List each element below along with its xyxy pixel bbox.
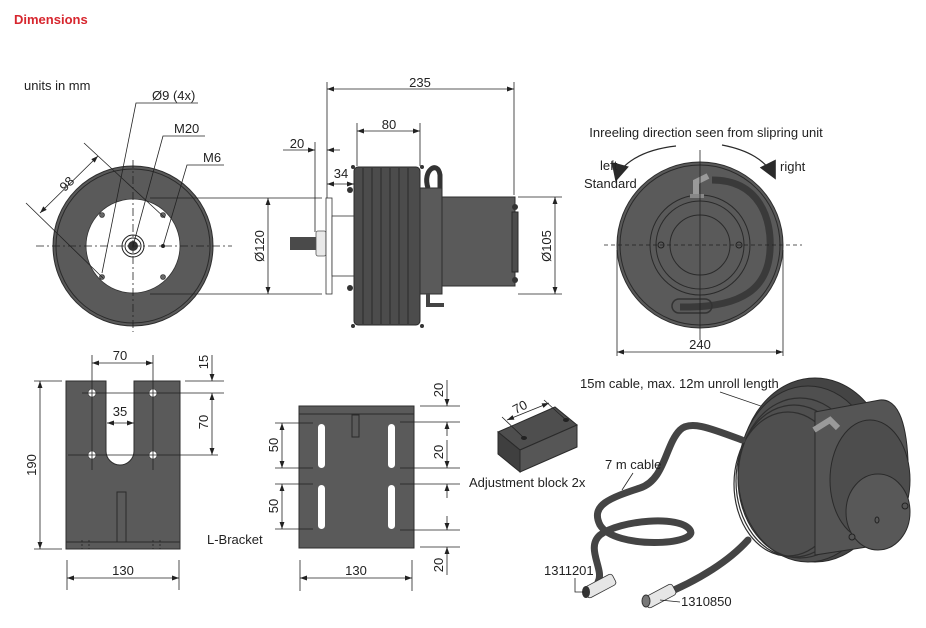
cable-stub (290, 237, 320, 250)
side-view: 235 80 20 34 Ø120 Ø105 (252, 75, 562, 328)
units-note: units in mm (24, 78, 90, 93)
dim-rear-diameter: 240 (689, 337, 711, 352)
arrow-right-icon (721, 144, 776, 180)
mounting-flange (325, 197, 333, 295)
dim-drum-width: 80 (382, 117, 396, 132)
rear-view: Inreeling direction seen from slipring u… (584, 125, 823, 356)
standard-label: Standard (584, 176, 637, 191)
dim-overall-length: 235 (409, 75, 431, 90)
iso-view: 15m cable, max. 12m unroll length 7 m ca… (544, 376, 911, 609)
seven-metre-cable (590, 421, 746, 586)
dim-bracket-hole-spacing-y: 70 (196, 415, 211, 429)
dim-slipring-diameter: Ø105 (539, 230, 554, 262)
flange-hub (331, 215, 355, 277)
cable-loop (424, 165, 443, 189)
callout-holes: Ø9 (4x) (152, 88, 195, 103)
adjustment-block-label: Adjustment block 2x (469, 475, 586, 490)
l-bracket-label: L-Bracket (207, 532, 263, 547)
iso-elbow-connector (812, 416, 841, 433)
elbow-connector (693, 173, 710, 195)
dim-bracket-top-offset: 15 (196, 355, 211, 369)
section-title: Dimensions (14, 12, 88, 27)
label-cable-short: 7 m cable (605, 457, 661, 472)
dim-plate-bottom-margin: 20 (431, 558, 446, 572)
dim-plate-slot-upper: 50 (266, 438, 281, 452)
dim-plate-slot-lower: 50 (266, 499, 281, 513)
dim-bracket-hole-spacing-x: 70 (113, 348, 127, 363)
dim-bracket-height: 190 (24, 454, 39, 476)
l-bracket: 70 35 15 70 190 130 L-Bracket (24, 348, 263, 590)
left-label: left (600, 158, 618, 173)
rear-cable (680, 176, 774, 311)
cable-drum (351, 165, 424, 328)
dim-flange-offset: 20 (290, 136, 304, 151)
cable-gland (315, 230, 327, 257)
slipring-collar (419, 187, 443, 295)
dim-hole-spacing-98: 98 (56, 173, 77, 194)
label-connector-female: 1310850 (681, 594, 732, 609)
mount-plate: 50 50 20 20 20 130 (266, 380, 460, 591)
arrow-left-icon (611, 145, 677, 182)
callout-m6: M6 (203, 150, 221, 165)
adjustment-block: 70 Adjustment block 2x (469, 397, 586, 490)
dim-bracket-slot-width: 35 (113, 404, 127, 419)
connector-female (641, 583, 677, 609)
connector-male (582, 573, 617, 599)
label-cable-main: 15m cable, max. 12m unroll length (580, 376, 779, 391)
mounting-holes (99, 212, 166, 280)
label-connector-male: 1311201 (544, 563, 594, 578)
dim-bracket-width: 130 (112, 563, 134, 578)
dim-plate-width: 130 (345, 563, 367, 578)
callout-m20: M20 (174, 121, 199, 136)
dim-plate-top-margin: 20 (431, 383, 446, 397)
slipring-housing (441, 196, 516, 287)
dim-drum-offset: 34 (334, 166, 348, 181)
dim-block-hole-spacing: 70 (510, 397, 530, 417)
right-label: right (780, 159, 806, 174)
inreeling-direction-title: Inreeling direction seen from slipring u… (589, 125, 823, 140)
front-view: 98 Ø9 (4x) M20 M6 (25, 88, 322, 332)
dim-plate-slot-gap: 20 (431, 445, 446, 459)
dim-flange-diameter: Ø120 (252, 230, 267, 262)
